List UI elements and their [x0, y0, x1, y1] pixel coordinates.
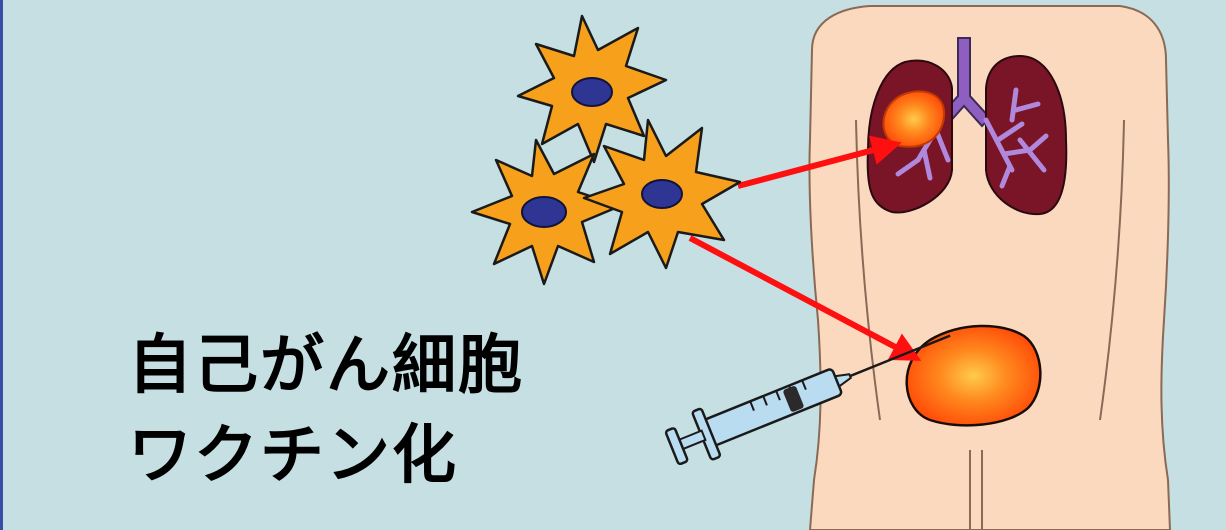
caption-line-2: ワクチン化 [128, 424, 458, 488]
tumor-icon [907, 326, 1041, 425]
caption-line-1: 自己がん細胞 [128, 334, 524, 398]
